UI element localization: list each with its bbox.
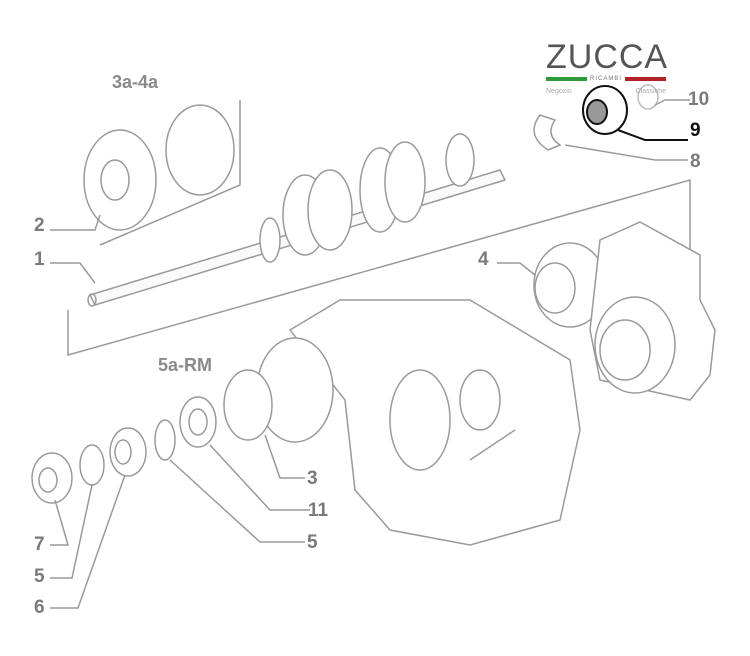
part-label-5[interactable]: 5 (307, 532, 318, 553)
part-label-7[interactable]: 7 (34, 534, 45, 555)
logo-name: ZUCCA (546, 38, 669, 76)
clip-part-8 (533, 114, 562, 151)
part-label-2[interactable]: 2 (34, 215, 45, 236)
bearing-part-4 (533, 242, 607, 328)
logo-tag-right: Classiche (635, 88, 666, 95)
group-label-3a-4a: 3a-4a (112, 72, 159, 92)
part-label-9[interactable]: 9 (690, 120, 701, 141)
ring-part-11 (179, 396, 217, 448)
bearing-part-9-highlighted (582, 85, 688, 141)
bush-part-6 (109, 427, 147, 477)
group-label-5a-rm: 5a-RM (158, 355, 213, 375)
circlip-part-5b (79, 444, 105, 486)
part-label-1[interactable]: 1 (34, 249, 45, 270)
circlip-part-5 (154, 419, 176, 461)
zucca-ricambi-logo: ZUCCA RICAMBI Negozio Classiche (546, 38, 669, 95)
logo-tag-left: Negozio (546, 88, 572, 95)
seal-part-7 (31, 452, 73, 504)
part-label-11[interactable]: 11 (308, 500, 329, 521)
washer-part-10 (637, 84, 659, 110)
logo-sub: RICAMBI (590, 76, 623, 82)
part-label-6[interactable]: 6 (34, 597, 45, 618)
gearbox-case-part (288, 299, 581, 546)
part-label-8[interactable]: 8 (690, 151, 701, 172)
bracket-line (99, 100, 241, 246)
part-label-10[interactable]: 10 (688, 89, 710, 110)
part-label-3[interactable]: 3 (307, 468, 318, 489)
part-label-4[interactable]: 4 (478, 249, 489, 270)
gear-part-3 (223, 337, 334, 443)
part-label-5-lower[interactable]: 5 (34, 566, 45, 587)
shaft-gears (259, 133, 475, 263)
gear-cluster-part-2 (83, 104, 235, 231)
